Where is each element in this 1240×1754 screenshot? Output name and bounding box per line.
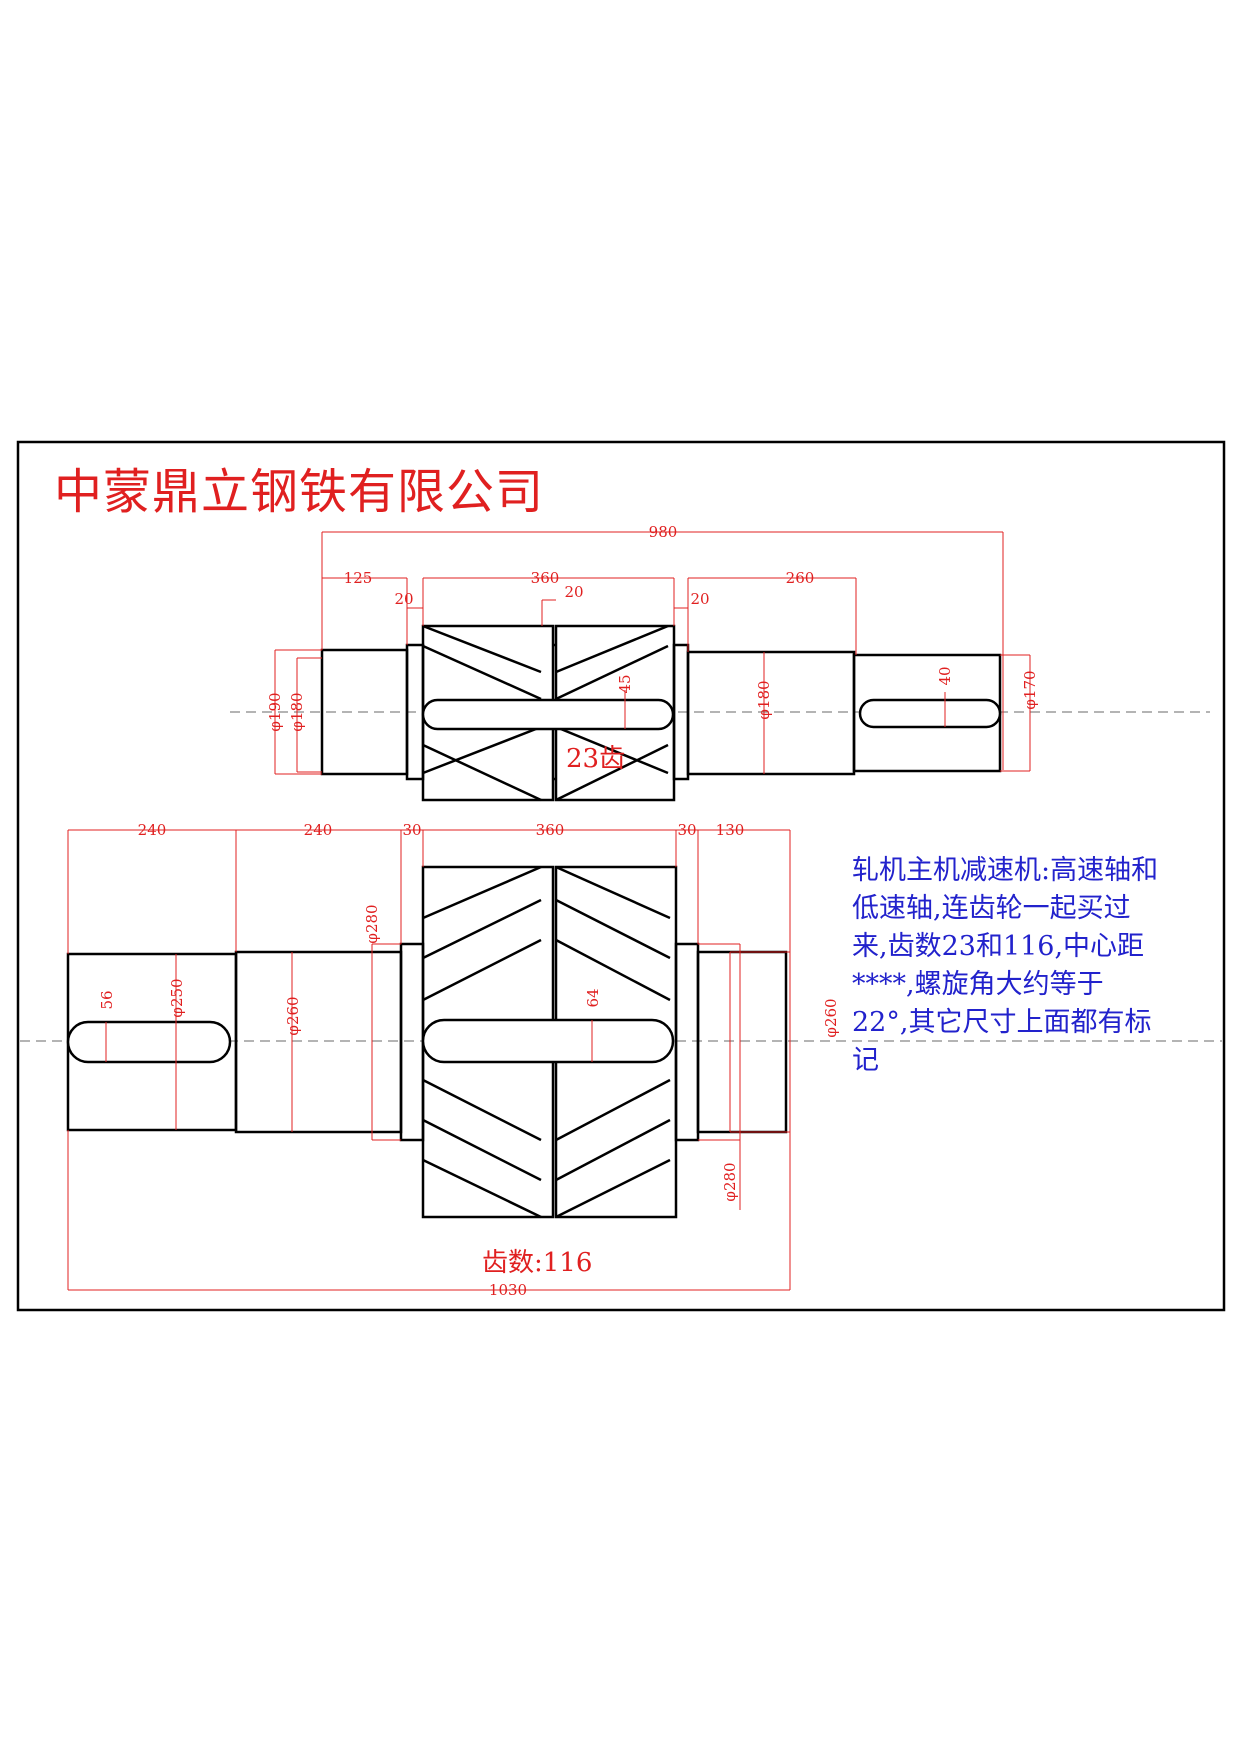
high-speed-shaft (320, 624, 1002, 802)
low-speed-teeth-label: 齿数:116 (482, 1248, 593, 1278)
dim-1030: 1030 (489, 1281, 527, 1299)
dim-phi260-right: φ260 (822, 998, 840, 1037)
dim-30-left: 30 (402, 821, 421, 839)
dimension-labels: 980 125 360 260 20 20 20 φ190 φ180 φ180 … (98, 523, 1039, 1299)
note-line: 记 (852, 1045, 879, 1076)
dim-key-64: 64 (584, 988, 602, 1007)
note-line: 22°,其它尺寸上面都有标 (852, 1007, 1152, 1038)
dim-20-c: 20 (690, 590, 709, 608)
dim-240-b: 240 (304, 821, 333, 839)
dim-360-bottom: 360 (536, 821, 565, 839)
low-speed-shaft (66, 865, 788, 1219)
dim-240-a: 240 (138, 821, 167, 839)
dim-20-a: 20 (394, 590, 413, 608)
dim-phi170: φ170 (1021, 670, 1039, 709)
high-speed-teeth-label: 23齿 (566, 744, 626, 774)
dim-key-45: 45 (616, 674, 634, 693)
dim-360-top: 360 (531, 569, 560, 587)
dim-130: 130 (716, 821, 745, 839)
dim-phi180-mid: φ180 (755, 680, 773, 719)
dim-phi260-left: φ260 (284, 996, 302, 1035)
note-line: 低速轴,连齿轮一起买过 (852, 893, 1131, 924)
high-speed-dimensions (274, 531, 1031, 775)
dim-980: 980 (649, 523, 678, 541)
dim-125: 125 (344, 569, 373, 587)
note-line: 来,齿数23和116,中心距 (852, 931, 1145, 962)
dim-phi250: φ250 (168, 978, 186, 1017)
dim-30-right: 30 (677, 821, 696, 839)
company-name: 中蒙鼎立钢铁有限公司 (54, 464, 545, 520)
dim-260-top: 260 (786, 569, 815, 587)
dim-phi180-left: φ180 (288, 692, 306, 731)
dim-phi280-right: φ280 (721, 1162, 739, 1201)
note-line: ****,螺旋角大约等于 (852, 969, 1104, 1000)
dim-key-56: 56 (98, 990, 116, 1009)
dim-phi190: φ190 (266, 692, 284, 731)
dim-phi280-left: φ280 (363, 904, 381, 943)
dim-20-b: 20 (564, 583, 583, 601)
frame-border (16, 440, 1226, 1312)
note-line: 轧机主机减速机:高速轴和 (852, 855, 1159, 886)
spec-note: 轧机主机减速机:高速轴和 低速轴,连齿轮一起买过 来,齿数23和116,中心距 … (852, 852, 1212, 1080)
low-speed-dimensions (67, 829, 791, 1291)
dim-key-40: 40 (936, 666, 954, 685)
